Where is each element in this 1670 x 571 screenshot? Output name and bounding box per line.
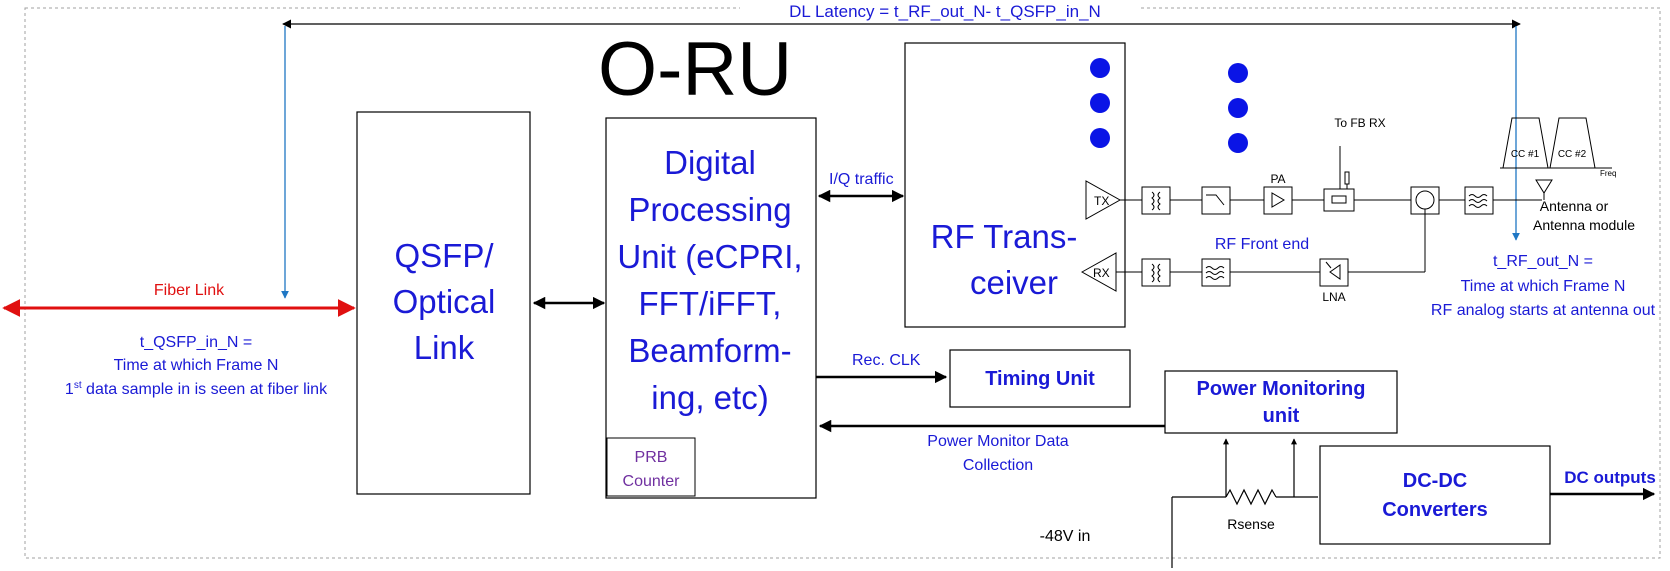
power-monitoring-line-2: unit (1263, 405, 1300, 427)
tx-amp-icon (1085, 180, 1122, 220)
dpu-line-3: Unit (eCPRI, (617, 238, 802, 275)
qsfp-line-3: Link (414, 329, 475, 366)
prb-counter-block (606, 437, 696, 497)
qsfp-in-line-3: 1st data sample in is seen at fiber link (65, 380, 328, 398)
fiber-link-label: Fiber Link (154, 282, 225, 299)
cc1-label: CC #1 (1511, 149, 1540, 160)
lna-box (1319, 258, 1349, 287)
oru-title: O-RU (598, 27, 792, 112)
power-data-line-2: Collection (963, 457, 1033, 474)
lna-label: LNA (1322, 290, 1345, 304)
latency-label: DL Latency = t_RF_out_N- t_QSFP_in_N (789, 2, 1101, 21)
rx-chain (1080, 209, 1426, 292)
ellipsis-dot (1090, 128, 1110, 148)
power-input-path (1171, 438, 1318, 568)
rf-out-line-3: RF analog starts at antenna out (1431, 302, 1656, 319)
rx-label: RX (1093, 266, 1110, 280)
prb-line-1: PRB (635, 449, 668, 466)
spectrum-plot (1500, 117, 1612, 169)
prb-line-2: Counter (623, 473, 681, 490)
rf-front-end-label: RF Front end (1215, 236, 1309, 253)
iq-traffic-label: I/Q traffic (829, 171, 894, 188)
qsfp-in-line-1: t_QSFP_in_N = (140, 334, 253, 351)
rx-balun-icon (1141, 258, 1171, 287)
dpu-line-6: ing, etc) (651, 379, 768, 416)
cc2-spectrum (1549, 117, 1596, 169)
pa-box (1263, 186, 1293, 215)
dpu-block (605, 117, 817, 499)
coupler-termination (1344, 171, 1350, 185)
dcdc-line-1: DC-DC (1403, 470, 1467, 492)
to-fb-rx-label: To FB RX (1334, 116, 1385, 130)
dpu-line-2: Processing (628, 191, 791, 228)
freq-label: Freq (1600, 169, 1616, 178)
tx-label: TX (1094, 194, 1109, 208)
ellipsis-dot (1228, 98, 1248, 118)
rsense-resistor-icon (1225, 488, 1277, 506)
timing-unit-block (949, 349, 1131, 408)
rf-out-line-1: t_RF_out_N = (1493, 253, 1593, 270)
power-data-line-1: Power Monitor Data (927, 433, 1068, 450)
tx-chain (1085, 146, 1553, 220)
rf-out-line-2: Time at which Frame N (1461, 278, 1626, 295)
dc-outputs-label: DC outputs (1564, 468, 1656, 487)
dpu-line-4: FFT/iFFT, (639, 285, 782, 322)
rec-clk-label: Rec. CLK (852, 352, 921, 369)
qsfp-in-line-2: Time at which Frame N (114, 357, 279, 374)
power-monitoring-line-1: Power Monitoring (1197, 378, 1366, 400)
dpu-line-5: Beamform- (628, 332, 791, 369)
rsense-label: Rsense (1227, 516, 1275, 532)
qsfp-line-1: QSFP/ (394, 237, 494, 274)
antenna-icon (1535, 179, 1553, 194)
dcdc-block (1319, 445, 1551, 545)
lowpass-filter-icon (1201, 186, 1231, 215)
latency-label-bg (740, 4, 1140, 22)
ellipsis-dot (1228, 133, 1248, 153)
timing-unit-label: Timing Unit (985, 368, 1095, 390)
dpu-line-1: Digital (664, 144, 756, 181)
v-in-label: -48V in (1040, 528, 1091, 545)
cc2-label: CC #2 (1558, 149, 1587, 160)
coupler-icon (1323, 188, 1355, 212)
pa-label: PA (1270, 172, 1285, 186)
ellipsis-dot (1228, 63, 1248, 83)
rf-line-1: RF Trans- (931, 218, 1078, 255)
cc1-spectrum (1502, 117, 1549, 169)
tx-balun-icon (1141, 186, 1171, 215)
antenna-line-1: Antenna or (1540, 198, 1609, 214)
rf-line-2: ceiver (970, 264, 1058, 301)
ellipsis-dot (1090, 93, 1110, 113)
qsfp-block (356, 111, 531, 495)
antenna-line-2: Antenna module (1533, 217, 1635, 233)
qsfp-line-2: Optical (393, 283, 496, 320)
power-monitoring-block (1164, 370, 1398, 434)
dcdc-line-2: Converters (1382, 499, 1488, 521)
ellipsis-dot (1090, 58, 1110, 78)
